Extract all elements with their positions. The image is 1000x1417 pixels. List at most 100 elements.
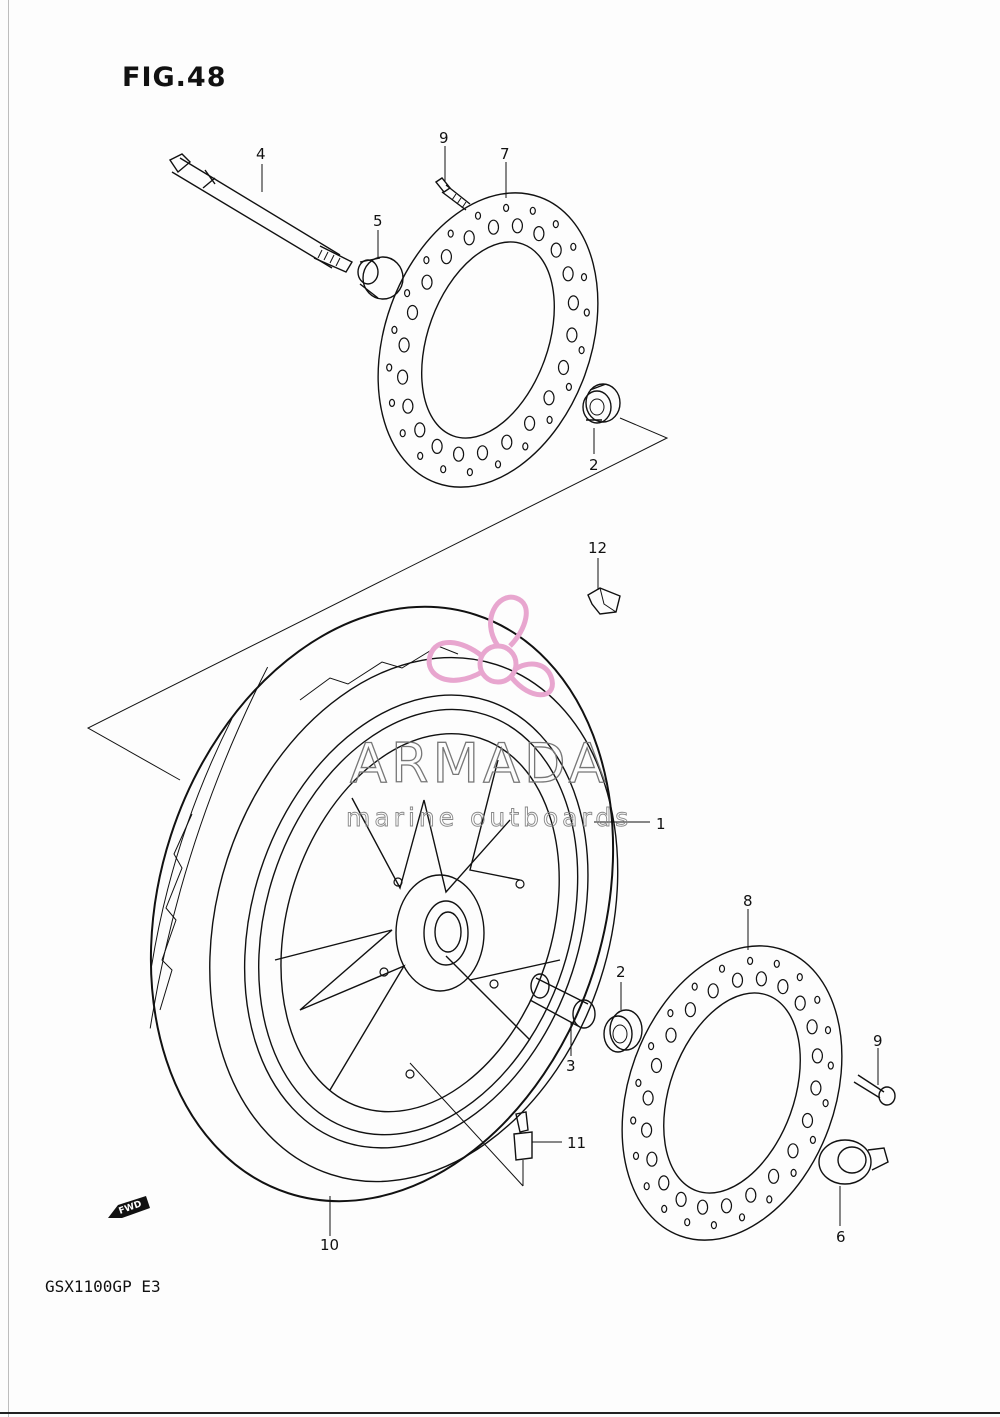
- disc-hole: [404, 289, 411, 298]
- disc-hole: [440, 249, 452, 265]
- disc-hole: [523, 415, 536, 431]
- disc-hole: [578, 346, 585, 355]
- disc-hole: [731, 972, 744, 988]
- disc-hole: [720, 1198, 733, 1214]
- disc-hole: [466, 468, 473, 477]
- disc-hole: [546, 415, 553, 424]
- disc-hole: [550, 242, 562, 258]
- part-axle: [168, 153, 353, 273]
- callout-10: 10: [320, 1236, 339, 1254]
- callout-2-upper: 2: [589, 456, 599, 474]
- disc-hole: [566, 327, 578, 343]
- disc-hole: [635, 1078, 642, 1088]
- disc-hole: [766, 1195, 773, 1204]
- callout-labels: 1 2 2 3 4 5 6 7 8 9 9 10 11 12: [256, 129, 883, 1254]
- page-border-left: [8, 0, 9, 1417]
- figure-title: FIG.48: [122, 62, 227, 93]
- part-brake-disc-right: [621, 945, 843, 1241]
- disc-hole: [423, 256, 430, 265]
- disc-hole: [431, 438, 443, 454]
- disc-hole: [822, 1098, 829, 1108]
- disc-hole: [806, 1019, 818, 1035]
- part-speedometer-gearbox: [818, 1139, 889, 1185]
- disc-hole: [501, 434, 513, 450]
- disc-hole: [391, 325, 398, 334]
- disc-hole: [767, 1168, 780, 1184]
- disc-hole: [552, 220, 559, 229]
- callout-11: 11: [567, 1134, 586, 1152]
- part-bearing-upper: [582, 383, 621, 424]
- disc-hole: [777, 978, 789, 995]
- callout-9-lower: 9: [873, 1032, 883, 1050]
- disc-hole: [580, 273, 588, 282]
- part-bearing-lower: [603, 1009, 643, 1053]
- disc-hole: [567, 295, 580, 311]
- callout-3: 3: [566, 1057, 576, 1075]
- disc-hole: [494, 460, 502, 469]
- watermark-logo: [426, 594, 555, 698]
- disc-hole: [809, 1135, 817, 1145]
- callout-1: 1: [656, 815, 666, 833]
- disc-hole: [811, 1048, 824, 1064]
- disc-hole: [386, 363, 393, 372]
- disc-hole: [745, 1187, 757, 1203]
- disc-hole: [667, 1008, 674, 1018]
- disc-hole: [562, 266, 574, 282]
- callout-4: 4: [256, 145, 266, 163]
- part-clip: [587, 587, 621, 615]
- watermark: ARMADA marine outboards: [346, 594, 632, 832]
- disc-hole: [810, 1080, 822, 1096]
- disc-hole: [398, 337, 410, 353]
- disc-hole: [707, 983, 719, 999]
- disc-hole: [684, 1218, 691, 1227]
- disc-hole: [738, 1213, 746, 1222]
- part-tire-valve: [513, 1111, 533, 1161]
- disc-hole: [658, 1175, 670, 1191]
- watermark-subtitle: marine outboards: [346, 803, 632, 832]
- callout-5: 5: [373, 212, 383, 230]
- disc-hole: [583, 308, 590, 317]
- disc-hole: [787, 1143, 799, 1159]
- disc-hole: [718, 964, 726, 973]
- callout-6: 6: [836, 1228, 846, 1246]
- disc-hole: [414, 422, 426, 438]
- disc-hole: [511, 218, 524, 234]
- disc-hole: [755, 971, 768, 987]
- disc-hole: [570, 242, 577, 251]
- disc-hole: [675, 1191, 687, 1208]
- disc-hole: [440, 465, 447, 474]
- disc-hole: [801, 1112, 814, 1129]
- callout-8: 8: [743, 892, 753, 910]
- part-disc-bolt-top: [434, 177, 471, 211]
- disc-hole: [406, 304, 419, 321]
- disc-hole: [388, 398, 396, 407]
- disc-hole: [640, 1122, 653, 1138]
- disc-hole: [665, 1027, 677, 1043]
- watermark-title: ARMADA: [350, 732, 610, 795]
- disc-hole: [447, 229, 454, 238]
- part-wheel-tire: [149, 605, 619, 1203]
- disc-hole: [476, 445, 489, 461]
- disc-hole: [827, 1061, 834, 1070]
- callout-12: 12: [588, 539, 607, 557]
- disc-hole: [794, 995, 806, 1011]
- part-disc-bolt-bottom: [853, 1074, 896, 1106]
- assembly-guide-lines: [86, 417, 669, 1187]
- disc-hole: [487, 219, 500, 235]
- disc-hole: [710, 1220, 718, 1230]
- disc-hole: [533, 226, 545, 242]
- disc-hole: [814, 995, 821, 1004]
- disc-hole: [397, 369, 409, 385]
- disc-hole: [503, 203, 510, 212]
- disc-hole: [661, 1204, 668, 1214]
- disc-hole: [790, 1168, 797, 1178]
- disc-hole: [643, 1182, 650, 1191]
- disc-hole: [463, 230, 475, 246]
- disc-hole: [402, 398, 414, 414]
- callout-7: 7: [500, 145, 510, 163]
- disc-hole: [529, 206, 536, 215]
- disc-hole: [746, 956, 754, 966]
- disc-hole: [650, 1057, 663, 1074]
